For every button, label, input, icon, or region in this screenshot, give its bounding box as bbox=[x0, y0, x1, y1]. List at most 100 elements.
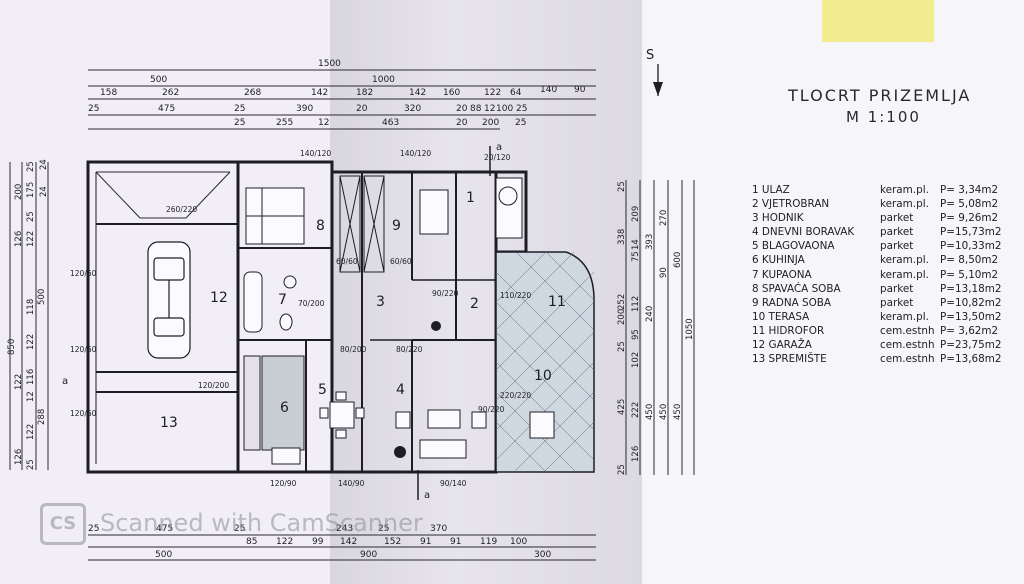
legend-room-name: 8 SPAVAĆA SOBA bbox=[752, 282, 841, 295]
section-label-left: a bbox=[62, 376, 68, 387]
room-label: 6 bbox=[280, 400, 289, 416]
camscanner-logo-icon: CS bbox=[40, 503, 86, 545]
dimension-text-left: 850 200 126 500 122 288 126 25 175 25 12… bbox=[7, 159, 49, 470]
dim: 390 bbox=[296, 104, 313, 114]
chair-icon bbox=[355, 407, 365, 419]
dim: 25 bbox=[88, 104, 99, 114]
section-label-bottom: a bbox=[424, 490, 430, 501]
dim: 243 bbox=[336, 524, 353, 534]
dim: 126 bbox=[14, 231, 24, 247]
dim: 25 bbox=[26, 459, 36, 470]
room-label: 12 bbox=[210, 290, 228, 306]
dim: 122 bbox=[484, 88, 501, 98]
opening-size: 140/90 bbox=[338, 479, 365, 488]
opening-size: 120/60 bbox=[70, 409, 97, 418]
legend-floor-type: parket bbox=[880, 226, 914, 239]
room-label: 10 bbox=[534, 368, 552, 384]
dim: 252 bbox=[617, 294, 627, 310]
dim: 25 bbox=[516, 104, 527, 114]
opening-size: 80/200 bbox=[340, 345, 367, 354]
dim: 122 bbox=[14, 374, 24, 390]
dim: 338 bbox=[617, 229, 627, 245]
room-labels: 1 2 3 4 5 6 7 8 9 10 11 12 13 bbox=[160, 190, 566, 431]
legend-floor-type: cem.estnh bbox=[880, 353, 935, 366]
opening-size: 220/220 bbox=[500, 391, 531, 400]
dim: 12 bbox=[26, 391, 36, 402]
dimension-lines-top bbox=[88, 69, 596, 561]
dim: 142 bbox=[311, 88, 328, 98]
dim: 200 bbox=[14, 184, 24, 200]
dim: 25 bbox=[26, 161, 36, 172]
legend-floor-type: keram.pl. bbox=[880, 310, 929, 323]
dim: 88 bbox=[470, 104, 482, 114]
garage-roof-lines bbox=[95, 171, 231, 219]
dim: 900 bbox=[360, 550, 377, 560]
dim: 160 bbox=[443, 88, 460, 98]
dim: 475 bbox=[158, 104, 175, 114]
dim: 209 bbox=[631, 206, 641, 222]
dim: 75 bbox=[631, 251, 641, 262]
dim: 64 bbox=[510, 88, 522, 98]
opening-size: 70/200 bbox=[298, 299, 325, 308]
north-arrow-icon: S bbox=[640, 46, 670, 104]
dim: 20 bbox=[456, 104, 468, 114]
plan-scale: M 1:100 bbox=[846, 108, 921, 126]
opening-annotations: 120/60 120/60 120/60 260/220 140/120 140… bbox=[70, 149, 531, 488]
dim: 370 bbox=[430, 524, 447, 534]
legend-floor-type: keram.pl. bbox=[880, 268, 929, 281]
legend-room-area: P= 3,34m2 bbox=[940, 184, 999, 196]
opening-size: 260/220 bbox=[166, 205, 197, 214]
kitchen-hatch bbox=[243, 355, 305, 465]
dim: 91 bbox=[420, 537, 431, 547]
legend-floor-type: parket bbox=[880, 212, 914, 225]
dim-total-depth-right: 1050 bbox=[685, 318, 695, 340]
dim: 85 bbox=[246, 537, 257, 547]
dim: 270 bbox=[659, 210, 669, 226]
furniture bbox=[243, 177, 555, 459]
dim: 393 bbox=[645, 234, 655, 250]
legend-room-area: P= 9,26m2 bbox=[940, 212, 999, 225]
dim: 90 bbox=[574, 85, 586, 95]
dim: 600 bbox=[673, 252, 683, 268]
legend-room-name: 1 ULAZ bbox=[752, 184, 790, 196]
dim: 463 bbox=[382, 118, 399, 128]
room-label: 5 bbox=[318, 382, 327, 398]
dim: 500 bbox=[155, 550, 172, 560]
legend-room-name: 11 HIDROFOR bbox=[752, 324, 825, 337]
legend-floor-type: keram.pl. bbox=[880, 184, 929, 196]
dim: 320 bbox=[404, 104, 421, 114]
room-label: 7 bbox=[278, 292, 287, 308]
room-label: 3 bbox=[376, 294, 385, 310]
north-label: S bbox=[646, 48, 654, 63]
dim: 500 bbox=[37, 289, 47, 305]
dim: 126 bbox=[631, 446, 641, 462]
legend-room-area: P=13,50m2 bbox=[940, 310, 1002, 323]
dim: 12 bbox=[484, 104, 495, 114]
dim: 450 bbox=[659, 404, 669, 420]
dim: 268 bbox=[244, 88, 261, 98]
legend-room-area: P= 8,50m2 bbox=[940, 254, 999, 267]
dim-total-width: 1500 bbox=[318, 59, 341, 69]
room-label: 13 bbox=[160, 415, 178, 431]
dim: 25 bbox=[617, 181, 627, 192]
dim: 25 bbox=[26, 211, 36, 222]
scanner-watermark: CS Scanned with CamScanner bbox=[40, 503, 540, 547]
dimension-text-bottom: 25 475 25 243 25 370 85 122 99 142 152 9… bbox=[88, 524, 551, 560]
dim: 25 bbox=[617, 341, 627, 352]
dim: 20 bbox=[456, 118, 468, 128]
dim: 200 bbox=[617, 309, 627, 325]
legend-row: 1 ULAZ keram.pl. P= 3,34m2 bbox=[752, 183, 1024, 197]
dim: 95 bbox=[631, 329, 641, 340]
dim: 91 bbox=[450, 537, 461, 547]
legend-floor-type: parket bbox=[880, 240, 914, 253]
legend-room-area: P=13,18m2 bbox=[940, 282, 1002, 295]
dim: 116 bbox=[26, 369, 36, 385]
